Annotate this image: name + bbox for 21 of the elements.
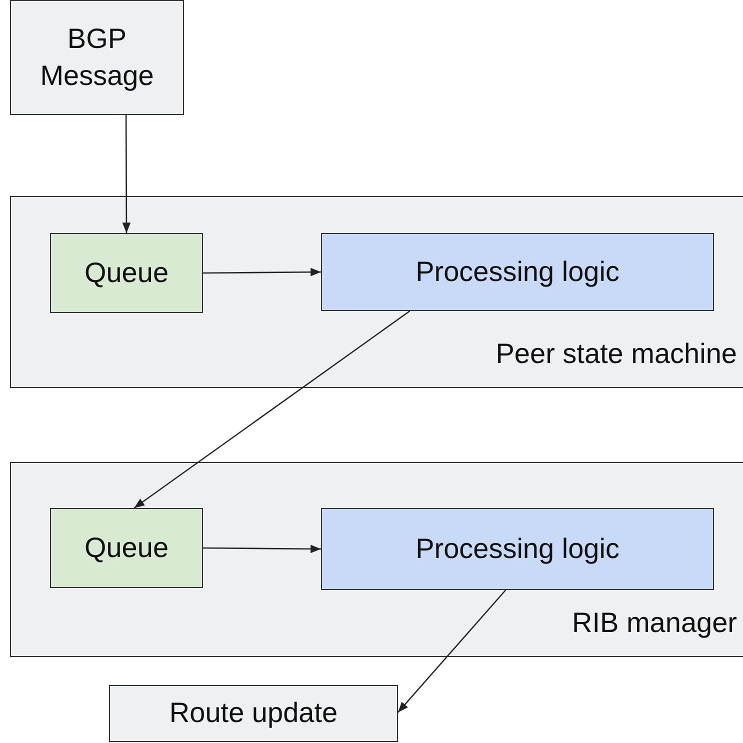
message-box bbox=[10, 0, 184, 115]
box-label: Route update bbox=[169, 696, 338, 730]
group-panel bbox=[10, 462, 743, 657]
message-box bbox=[109, 685, 398, 742]
group-panel bbox=[10, 196, 743, 388]
arrow bbox=[398, 590, 506, 713]
box-label: BGP Message bbox=[39, 22, 155, 93]
box-label: Queue bbox=[84, 530, 169, 565]
queue-box bbox=[50, 233, 203, 313]
box-label: Queue bbox=[84, 256, 169, 290]
arrow bbox=[203, 544, 321, 554]
box-label: Processing logic bbox=[416, 532, 620, 566]
process-box bbox=[321, 508, 714, 590]
process-box bbox=[321, 233, 714, 311]
arrow bbox=[134, 310, 410, 509]
group-label: Peer state machine bbox=[496, 337, 737, 371]
arrow bbox=[203, 268, 321, 276]
arrow bbox=[122, 115, 131, 233]
group-label: RIB manager bbox=[572, 606, 737, 640]
box-label: Processing logic bbox=[416, 254, 620, 289]
queue-box bbox=[50, 508, 203, 588]
